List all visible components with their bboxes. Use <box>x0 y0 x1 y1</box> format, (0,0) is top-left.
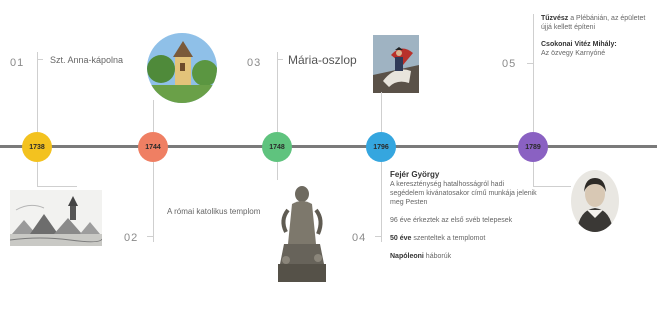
connector-03-tick <box>277 59 283 60</box>
event-05-bold-2: Csokonai Vitéz Mihály: <box>541 41 617 48</box>
event-04-para-4: Napóleoni háborúk <box>390 252 540 261</box>
event-04-para-2: 96 éve érkeztek az első svéb telepesek <box>390 217 513 224</box>
connector-05-foot <box>533 186 571 187</box>
csokonai-portrait-image <box>571 170 619 232</box>
timeline-axis <box>0 145 657 148</box>
year-label-1748: 1748 <box>269 143 285 151</box>
year-label-1796: 1796 <box>373 143 389 151</box>
connector-02-tick <box>147 236 153 237</box>
connector-02-down <box>153 162 154 242</box>
event-05-text-2: Az özvegy Karnyóné <box>541 50 606 57</box>
event-number-01: 01 <box>10 57 25 69</box>
year-node-1789: 1789 <box>518 132 548 162</box>
event-04-bold-3: 50 éve <box>390 235 412 242</box>
connector-05-up <box>533 14 534 132</box>
napoleon-painting-image <box>373 35 419 93</box>
event-label-01: Szt. Anna-kápolna <box>50 55 124 65</box>
connector-01-up <box>37 52 38 132</box>
connector-01-down <box>37 162 38 186</box>
event-05-para-1: Tűzvész a Plébánián, az épületet újjá ke… <box>541 14 653 32</box>
year-label-1738: 1738 <box>29 143 45 151</box>
event-04-text-4: háborúk <box>425 253 452 260</box>
event-05-text-1: a Plébánián, az épületet újjá kellett ép… <box>541 15 646 31</box>
event-05-para-2: Csokonai Vitéz Mihály: Az özvegy Karnyón… <box>541 40 653 58</box>
event-04-bold-1: Fejér György <box>390 170 440 179</box>
event-number-03: 03 <box>247 57 262 69</box>
event-05-bold-1: Tűzvész <box>541 15 569 22</box>
connector-01-foot <box>37 186 77 187</box>
year-label-1744: 1744 <box>145 143 161 151</box>
connector-04-down <box>381 162 382 242</box>
village-engraving-image <box>10 190 102 246</box>
event-04-bold-4: Napóleoni <box>390 253 424 260</box>
year-node-1748: 1748 <box>262 132 292 162</box>
year-label-1789: 1789 <box>525 143 541 151</box>
mary-statue-image <box>272 180 332 284</box>
event-number-02: 02 <box>124 232 139 244</box>
event-label-03: Mária-oszlop <box>288 53 357 67</box>
event-04-para-1: Fejér György A kereszténység hatalhosság… <box>390 170 540 207</box>
event-text-05: Tűzvész a Plébánián, az épületet újjá ke… <box>541 14 653 58</box>
event-label-02: A római katolikus templom <box>167 207 261 216</box>
event-text-04: Fejér György A kereszténység hatalhosság… <box>390 170 540 261</box>
year-node-1738: 1738 <box>22 132 52 162</box>
chapel-photo-image <box>147 33 217 103</box>
year-node-1796: 1796 <box>366 132 396 162</box>
connector-01-tick <box>37 59 43 60</box>
connector-04-up <box>381 92 382 132</box>
event-number-04: 04 <box>352 232 367 244</box>
connector-02-up <box>153 100 154 132</box>
connector-03-down <box>277 162 278 180</box>
event-04-text-3: szenteltek a templomot <box>413 235 486 242</box>
connector-05-down <box>533 162 534 186</box>
year-node-1744: 1744 <box>138 132 168 162</box>
event-number-05: 05 <box>502 58 517 70</box>
connector-03-up <box>277 52 278 132</box>
connector-04-tick <box>375 236 381 237</box>
connector-05-tick <box>527 63 533 64</box>
event-04-text-1: A kereszténység hatalhosságról hadi segé… <box>390 181 537 206</box>
event-04-para-3: 50 éve szenteltek a templomot <box>390 234 540 243</box>
